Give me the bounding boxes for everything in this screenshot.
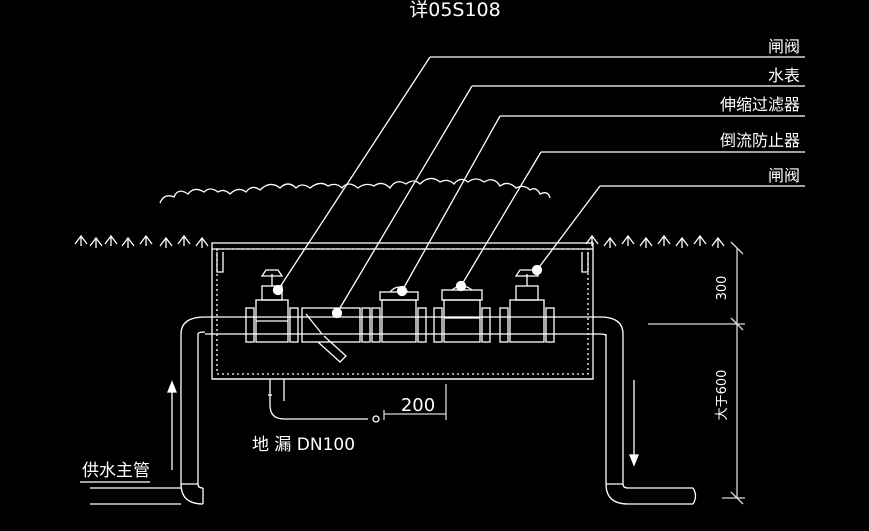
y-strainer [301,307,361,363]
gate-valve-2 [509,269,545,343]
backflow-preventer [441,285,483,343]
gate-valve-1 [255,269,289,343]
callout-filter: 伸缩过滤器 [720,95,800,114]
dim-200-lines [383,384,447,420]
grass-left [74,234,209,248]
depth-dimension [648,241,745,505]
flanges [245,307,555,343]
valve-pit [211,242,594,380]
dim-200-label: 200 [401,395,435,416]
callout-backflow-preventer: 倒流防止器 [720,131,800,150]
callout-gate-valve-2: 闸阀 [768,166,800,185]
supply-main-label: 供水主管 [82,461,150,481]
depth-600-label: 大于600 [715,370,730,421]
drawing-title: 详05S108 [409,0,501,21]
callout-water-meter: 水表 [768,66,800,85]
drain-label: 地 漏 DN100 [252,435,355,455]
water-meter [379,286,419,343]
cloud-outline [159,177,551,204]
depth-300-label: 300 [715,276,730,301]
floor-drain [268,379,380,423]
grass-right [585,234,725,248]
callout-gate-valve-1: 闸阀 [768,37,800,56]
main-pipe [90,316,697,505]
